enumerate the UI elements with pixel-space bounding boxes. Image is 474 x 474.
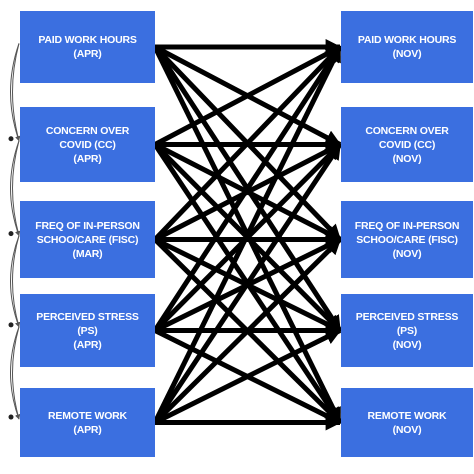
node-left-apr-ps: PERCEIVED STRESS(PS)(APR) <box>20 294 155 367</box>
covariance-arc-3-a <box>10 326 20 420</box>
node-label-line: (PS) <box>396 324 418 337</box>
node-label-line: FREQ OF IN-PERSON <box>35 219 140 232</box>
covariance-arc-2-a <box>10 235 20 328</box>
node-label-line: FREQ OF IN-PERSON <box>354 219 460 232</box>
node-label-line: (APR) <box>73 152 102 165</box>
covariance-arc-0-b <box>12 43 21 142</box>
path-arrow-apr-ps-to-nov-pwh <box>152 45 343 332</box>
node-label-line: PAID WORK HOURS <box>357 34 457 46</box>
covariance-node-dot <box>8 414 14 420</box>
node-label-line: COVID (CC) <box>378 138 436 151</box>
node-label-line: (NOV) <box>392 423 422 436</box>
node-right-nov-rw: REMOTE WORK(NOV) <box>341 388 473 457</box>
path-arrow-apr-rw-to-nov-cc <box>152 143 343 424</box>
covariance-arc-3-b <box>12 326 21 420</box>
covariance-arc-1-a <box>10 140 20 237</box>
covariance-node-dot <box>8 322 14 328</box>
covariance-arc-1-b <box>12 140 21 237</box>
covariance-arc-2-b <box>12 235 21 328</box>
node-label-line: CONCERN OVER <box>365 124 449 137</box>
node-label-line: PAID WORK HOURS <box>38 34 137 46</box>
node-left-apr-pwh: PAID WORK HOURS (APR) <box>20 11 155 83</box>
node-label-line: (APR) <box>73 48 102 60</box>
node-label-line: (NOV) <box>392 48 422 60</box>
node-label-line: (NOV) <box>392 338 422 351</box>
node-label-line: SCHOO/CARE (FISC) <box>36 233 139 246</box>
path-arrow-mar-fisc-to-nov-pwh <box>153 45 342 242</box>
node-label-line: (APR) <box>73 423 102 436</box>
node-label-line: COVID (CC) <box>59 138 116 151</box>
path-arrow-apr-rw-to-nov-ps <box>153 328 342 425</box>
path-arrow-apr-rw-to-nov-fisc <box>153 237 342 425</box>
covariance-node-dot <box>8 136 14 142</box>
covariance-arc-0-a <box>10 43 20 142</box>
node-label-line: CONCERN OVER <box>45 124 130 137</box>
covariance-node-dot <box>8 231 14 237</box>
node-label-line: (NOV) <box>392 152 422 165</box>
node-label-line: (APR) <box>73 338 102 351</box>
node-label-line: (MAR) <box>72 247 103 260</box>
node-label-line: REMOTE WORK <box>48 409 127 422</box>
node-label-line: SCHOO/CARE (FISC) <box>356 233 458 246</box>
node-right-nov-ps: PERCEIVED STRESS(PS)(NOV) <box>341 294 473 367</box>
node-left-apr-rw: REMOTE WORK(APR) <box>20 388 155 457</box>
path-arrow-apr-rw-to-nov-pwh <box>152 45 343 424</box>
node-label-line: PERCEIVED STRESS <box>355 310 459 323</box>
node-label-line: PERCEIVED STRESS <box>36 310 139 323</box>
path-arrow-apr-cc-to-nov-pwh <box>153 44 342 147</box>
node-label-line: (PS) <box>77 324 98 337</box>
node-label-line: (NOV) <box>392 247 422 260</box>
node-label-line: REMOTE WORK <box>367 409 447 422</box>
node-right-nov-pwh: PAID WORK HOURS (NOV) <box>341 11 473 83</box>
